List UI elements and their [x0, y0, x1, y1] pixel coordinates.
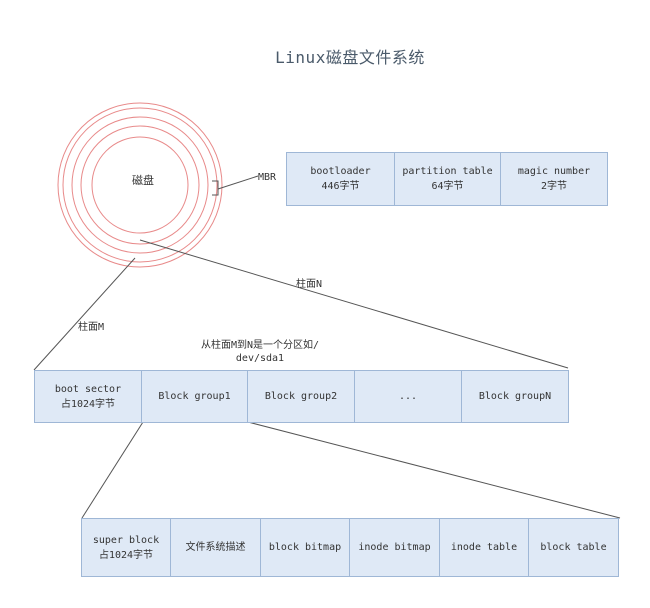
partition-note-line1: 从柱面M到N是一个分区如/ [200, 340, 320, 351]
group-right-connector [247, 421, 621, 519]
block-groupN-cell: Block groupN [461, 370, 569, 423]
partition-note: 从柱面M到N是一个分区如/ dev/sda1 [150, 339, 370, 365]
cell-name: inode table [450, 542, 518, 553]
cylinder-n-label: 柱面N [296, 279, 323, 290]
block-group-structure: super block 占1024字节 文件系统描述 block bitmap … [81, 518, 619, 577]
partition-note-line2: dev/sda1 [235, 353, 285, 364]
cell-size: 2字节 [540, 181, 568, 192]
block-group2-cell: Block group2 [247, 370, 355, 423]
cylinder-m-connector [33, 257, 136, 371]
mbr-partition-table-cell: partition table 64字节 [394, 152, 501, 206]
cell-size: 占1024字节 [98, 549, 154, 561]
partition-structure: boot sector 占1024字节 Block group1 Block g… [34, 370, 569, 423]
cell-name: block bitmap [268, 542, 342, 553]
cell-name: block table [540, 542, 607, 553]
cell-name: Block group2 [264, 391, 338, 402]
cylinder-m-label: 柱面M [78, 322, 105, 333]
cell-name: super block [92, 534, 160, 546]
boot-sector-cell: boot sector 占1024字节 [34, 370, 142, 423]
cell-name: ... [398, 391, 418, 402]
ellipsis-cell: ... [354, 370, 462, 423]
cylinder-n-connector [139, 239, 569, 369]
cell-name: bootloader [310, 166, 371, 177]
diagram-title: Linux磁盘文件系统 [275, 48, 425, 67]
mbr-connector [217, 175, 259, 190]
cell-size: 64字节 [431, 181, 464, 192]
mbr-structure: bootloader 446字节 partition table 64字节 ma… [286, 152, 608, 206]
cell-name: magic number [517, 166, 591, 177]
cell-name: inode bitmap [358, 542, 431, 553]
cell-size: 446字节 [321, 181, 360, 192]
inode-table-cell: inode table [439, 518, 529, 577]
cell-name: boot sector [54, 383, 122, 395]
block-group1-cell: Block group1 [141, 370, 248, 423]
cell-name: 文件系统描述 [185, 542, 246, 553]
super-block-cell: super block 占1024字节 [81, 518, 171, 577]
group-left-connector [81, 421, 144, 519]
mbr-bootloader-cell: bootloader 446字节 [286, 152, 395, 206]
inode-bitmap-cell: inode bitmap [349, 518, 440, 577]
cell-name: partition table [402, 166, 493, 177]
cell-size: 占1024字节 [60, 398, 116, 410]
block-table-cell: block table [528, 518, 619, 577]
fs-descriptor-cell: 文件系统描述 [170, 518, 261, 577]
disk-label: 磁盘 [132, 174, 154, 187]
mbr-label: MBR [258, 172, 277, 183]
cell-name: Block group1 [158, 391, 231, 402]
cell-name: Block groupN [478, 391, 552, 402]
mbr-bracket [212, 180, 219, 196]
block-bitmap-cell: block bitmap [260, 518, 350, 577]
mbr-magic-number-cell: magic number 2字节 [500, 152, 608, 206]
disk-icon [57, 102, 223, 268]
